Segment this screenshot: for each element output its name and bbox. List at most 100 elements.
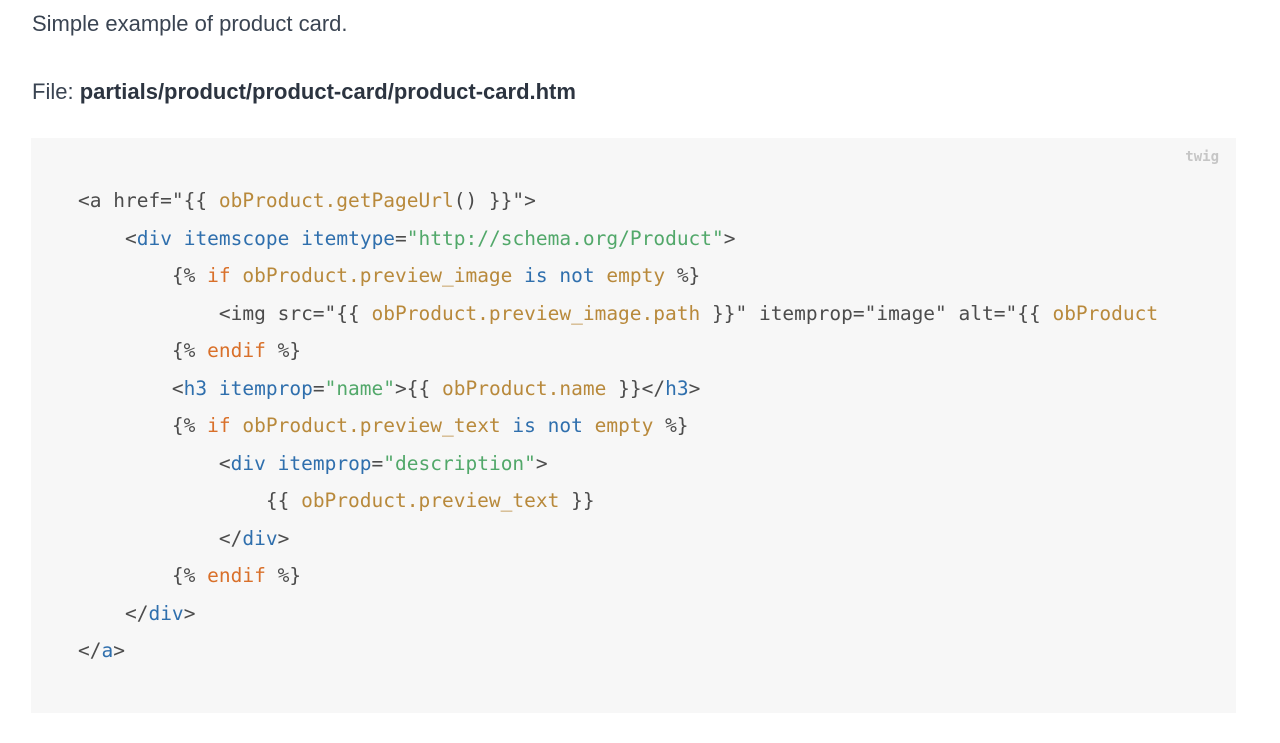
code-token-plain: %} bbox=[665, 264, 701, 287]
file-path: partials/product/product-card/product-ca… bbox=[79, 79, 576, 104]
code-token-plain: < bbox=[124, 226, 137, 250]
code-token-plain: = bbox=[312, 376, 325, 400]
code-line: {% endif %} bbox=[78, 557, 1158, 595]
code-indent bbox=[78, 302, 219, 325]
code-token-plain bbox=[595, 264, 607, 287]
code-token-plain: > bbox=[688, 376, 701, 400]
code-line: <h3 itemprop="name">{{ obProduct.name }}… bbox=[78, 370, 1158, 408]
code-line: {% endif %} bbox=[78, 332, 1158, 370]
code-token-str: "description" bbox=[383, 451, 536, 475]
code-token-plain: </ bbox=[218, 526, 243, 550]
code-token-attr: itemscope bbox=[183, 226, 290, 250]
code-indent bbox=[78, 414, 172, 437]
code-token-tag: div bbox=[230, 451, 266, 475]
code-token-tag: div bbox=[242, 526, 278, 550]
code-token-plain: %} bbox=[265, 339, 302, 362]
code-token-plain: > bbox=[277, 526, 290, 550]
code-token-plain: </ bbox=[124, 601, 149, 625]
code-token-plain: </ bbox=[78, 639, 102, 662]
code-token-plain: {% bbox=[171, 414, 208, 437]
code-token-plain: <img src="{{ bbox=[218, 301, 372, 325]
code-token-var: empty bbox=[606, 264, 666, 287]
code-token-var: obProduct.preview_image.path bbox=[371, 301, 701, 325]
code-token-plain: >{{ bbox=[395, 376, 442, 400]
code-token-plain: < bbox=[171, 376, 184, 400]
code-line: {{ obProduct.preview_text }} bbox=[78, 482, 1158, 520]
code-line: <div itemprop="description"> bbox=[78, 445, 1158, 483]
code-token-plain: = bbox=[395, 226, 407, 250]
code-token-plain bbox=[512, 264, 524, 287]
code-token-plain: }}" itemprop="image" alt="{{ bbox=[700, 301, 1053, 325]
file-line: File: partials/product/product-card/prod… bbox=[32, 76, 576, 108]
code-indent bbox=[78, 489, 266, 512]
code-token-plain bbox=[501, 414, 513, 437]
code-indent bbox=[78, 339, 172, 362]
code-token-tag: h3 bbox=[665, 376, 689, 400]
code-line: <a href="{{ obProduct.getPageUrl() }}"> bbox=[78, 182, 1158, 220]
code-line: {% if obProduct.preview_text is not empt… bbox=[78, 407, 1158, 445]
code-token-var: obProduct bbox=[1052, 301, 1159, 325]
code-token-plain: {{ bbox=[265, 489, 302, 512]
code-indent bbox=[78, 564, 172, 587]
code-token-op: is not bbox=[524, 264, 595, 287]
code-line: </div> bbox=[78, 595, 1158, 633]
code-indent bbox=[78, 527, 219, 550]
code-token-plain bbox=[266, 452, 278, 475]
code-token-tag: h3 bbox=[183, 376, 208, 400]
code-token-kw: endif bbox=[207, 339, 266, 362]
code-token-plain: = bbox=[371, 451, 384, 475]
code-token-plain bbox=[231, 264, 243, 287]
code-token-tag: div bbox=[148, 601, 184, 625]
code-token-kw: endif bbox=[207, 564, 266, 587]
code-token-plain: <a href="{{ bbox=[78, 189, 219, 212]
intro-text: Simple example of product card. bbox=[32, 11, 348, 36]
code-token-plain: > bbox=[723, 226, 736, 250]
code-token-plain: > bbox=[535, 451, 548, 475]
code-token-attr: itemtype bbox=[301, 226, 396, 250]
code-token-var: obProduct.name bbox=[442, 376, 607, 400]
code-token-plain: {% bbox=[171, 564, 208, 587]
code-token-op: is not bbox=[512, 414, 583, 437]
code-indent bbox=[78, 264, 172, 287]
code-token-str: "http://schema.org/Product" bbox=[406, 226, 724, 250]
code-line: </a> bbox=[78, 632, 1158, 670]
code-token-attr: itemprop bbox=[218, 376, 313, 400]
code-indent bbox=[78, 227, 125, 250]
code-token-plain bbox=[583, 414, 595, 437]
code-token-plain: }}</ bbox=[606, 376, 666, 400]
code-token-tag: div bbox=[136, 226, 172, 250]
file-label: File: bbox=[32, 79, 80, 104]
code-token-plain: > bbox=[183, 601, 196, 625]
code-token-plain: {% bbox=[171, 264, 208, 287]
code-token-plain: < bbox=[218, 451, 231, 475]
code-content: <a href="{{ obProduct.getPageUrl() }}"> … bbox=[78, 182, 1158, 670]
code-token-plain bbox=[289, 227, 301, 250]
code-token-attr: itemprop bbox=[277, 451, 372, 475]
code-line: <div itemscope itemtype="http://schema.o… bbox=[78, 220, 1158, 258]
code-token-plain: {% bbox=[171, 339, 208, 362]
code-line: </div> bbox=[78, 520, 1158, 558]
code-token-str: "name" bbox=[324, 376, 396, 400]
code-indent bbox=[78, 452, 219, 475]
code-token-var: empty bbox=[594, 414, 654, 437]
code-token-var: obProduct.preview_text bbox=[301, 489, 560, 512]
code-indent bbox=[78, 602, 125, 625]
code-language-badge: twig bbox=[1185, 149, 1219, 165]
code-token-kw: if bbox=[207, 264, 231, 287]
code-token-plain: %} bbox=[653, 414, 689, 437]
code-line: {% if obProduct.preview_image is not emp… bbox=[78, 257, 1158, 295]
code-token-plain: > bbox=[113, 639, 125, 662]
code-token-plain bbox=[172, 227, 184, 250]
code-line: <img src="{{ obProduct.preview_image.pat… bbox=[78, 295, 1158, 333]
code-token-plain bbox=[207, 377, 219, 400]
code-token-plain: %} bbox=[265, 564, 302, 587]
code-token-kw: if bbox=[207, 414, 231, 437]
code-token-plain bbox=[231, 414, 243, 437]
code-token-var: obProduct.preview_text bbox=[242, 414, 501, 437]
code-indent bbox=[78, 377, 172, 400]
code-token-tag: a bbox=[101, 639, 114, 662]
code-block: twig <a href="{{ obProduct.getPageUrl() … bbox=[31, 138, 1236, 713]
code-token-var: obProduct.getPageUrl bbox=[218, 189, 454, 212]
code-token-var: obProduct.preview_image bbox=[242, 264, 513, 287]
code-token-plain: () }}"> bbox=[453, 189, 536, 212]
